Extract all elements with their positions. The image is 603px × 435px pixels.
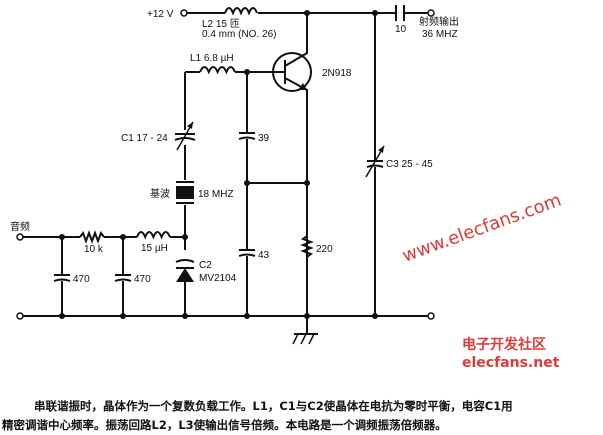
label-c2-part: MV2104 [199, 273, 237, 284]
label-out-cap: 10 [395, 24, 407, 35]
label-supply: +12 V [147, 9, 174, 20]
transistor-2n918 [272, 13, 312, 316]
label-output-freq: 36 MHZ [422, 29, 458, 40]
label-c39: 39 [258, 133, 270, 144]
output-terminal [427, 9, 435, 17]
capacitor-out [395, 5, 405, 21]
caption-line-2: 精密调谐中心频率。振荡回路L2，L3使输出信号倍频。本电路是一个调频振荡倍频器。 [2, 418, 447, 432]
label-c2: C2 [199, 260, 212, 271]
label-l2: L2 15 匝 [202, 18, 240, 30]
label-transistor: 2N918 [322, 68, 352, 79]
input-ground-terminal [16, 312, 24, 320]
capacitor-470a [53, 274, 71, 282]
output-ground-terminal [427, 312, 435, 320]
label-r220: 220 [316, 244, 333, 255]
inductor-15uh [136, 231, 171, 240]
label-c1: C1 17 - 24 [121, 133, 168, 144]
resistor-220 [300, 235, 314, 258]
input-terminal [16, 233, 24, 241]
watermark-logo: 电子开发社区 elecfans.net [462, 337, 560, 371]
label-c3: C3 25 - 45 [386, 159, 433, 170]
capacitor-c1-variable [174, 121, 196, 151]
label-c470a: 470 [73, 274, 90, 285]
supply-rail [180, 5, 435, 21]
capacitor-c3-variable [365, 145, 385, 178]
label-crystal-freq: 18 MHZ [198, 189, 234, 200]
label-crystal: 基波 [150, 187, 170, 200]
capacitor-470b [114, 274, 132, 282]
label-r10k: 10 k [84, 244, 104, 255]
varactor-c2 [175, 259, 195, 282]
caption-line-1: 串联谐振时，晶体作为一个复数负载工作。L1，C1与C2使晶体在电抗为零时平衡，电… [34, 399, 513, 413]
capacitor-39 [238, 132, 256, 140]
ground-icon [292, 316, 318, 345]
inductor-l2 [224, 7, 258, 16]
inductor-l1 [199, 66, 236, 75]
label-input: 音频 [10, 220, 30, 233]
label-c43: 43 [258, 250, 270, 261]
label-l2-wire: 0.4 mm (NO. 26) [202, 29, 276, 40]
label-c470b: 470 [134, 274, 151, 285]
label-l1: L1 6.8 µH [190, 53, 234, 64]
capacitor-43 [238, 249, 256, 257]
label-output: 射频输出 [419, 15, 459, 28]
supply-terminal [180, 9, 188, 17]
crystal-18mhz [176, 181, 194, 204]
resistor-10k [79, 230, 105, 244]
label-l15: 15 µH [141, 243, 168, 254]
watermark: www.elecfans.com [400, 190, 565, 267]
